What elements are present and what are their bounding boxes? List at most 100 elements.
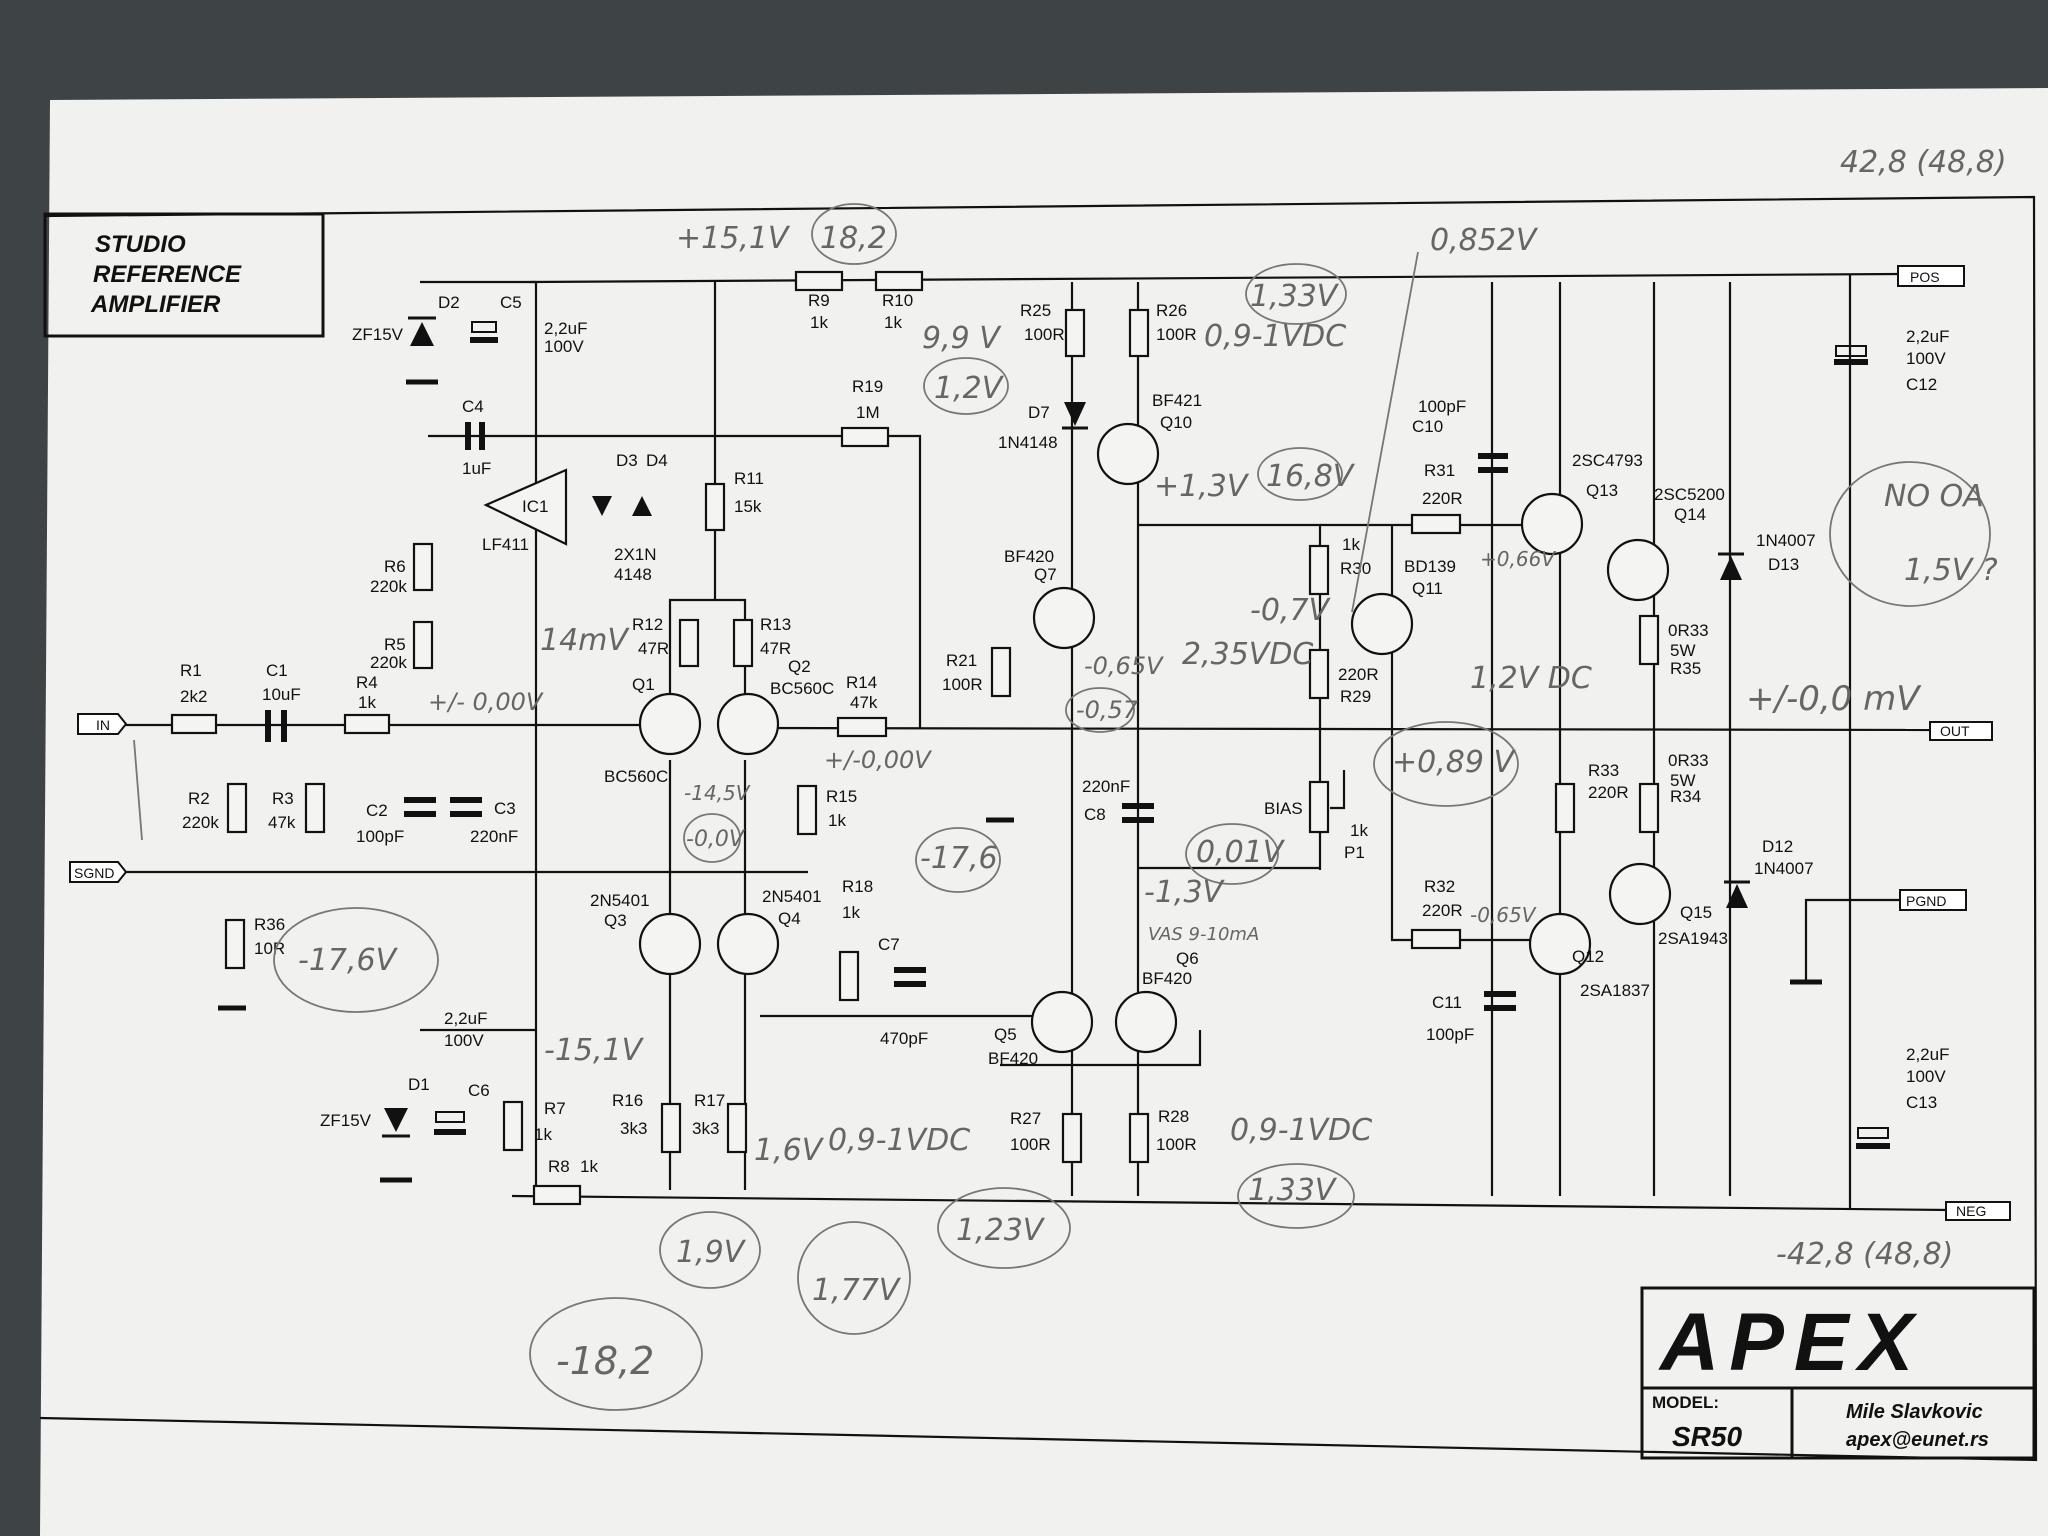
svg-text:IC1: IC1 xyxy=(522,497,548,516)
svg-text:R9: R9 xyxy=(808,291,830,310)
svg-text:220R: 220R xyxy=(1588,783,1629,802)
svg-text:220R: 220R xyxy=(1338,665,1379,684)
svg-text:C10: C10 xyxy=(1412,417,1443,436)
svg-text:Q13: Q13 xyxy=(1586,481,1618,500)
svg-text:100V: 100V xyxy=(444,1031,484,1050)
svg-text:Q5: Q5 xyxy=(994,1025,1017,1044)
svg-text:9,9 V: 9,9 V xyxy=(922,321,1002,356)
svg-text:220k: 220k xyxy=(182,813,219,832)
capacitor-c8: 220nF C8 xyxy=(1082,777,1154,824)
svg-text:2,2uF: 2,2uF xyxy=(1906,327,1949,346)
svg-text:Q12: Q12 xyxy=(1572,947,1604,966)
svg-text:-17,6V: -17,6V xyxy=(298,943,399,978)
svg-text:100R: 100R xyxy=(1010,1135,1051,1154)
svg-text:-0,65V: -0,65V xyxy=(1470,903,1537,927)
svg-text:3k3: 3k3 xyxy=(692,1119,719,1138)
svg-text:R4: R4 xyxy=(356,673,378,692)
svg-text:1k: 1k xyxy=(810,313,828,332)
svg-text:1,23V: 1,23V xyxy=(956,1213,1046,1248)
svg-text:-15,1V: -15,1V xyxy=(544,1033,645,1068)
svg-text:0R33: 0R33 xyxy=(1668,621,1709,640)
svg-text:0,9-1VDC: 0,9-1VDC xyxy=(1230,1113,1372,1148)
svg-text:Q7: Q7 xyxy=(1034,565,1057,584)
svg-text:Q10: Q10 xyxy=(1160,413,1192,432)
svg-text:C3: C3 xyxy=(494,799,516,818)
svg-text:+/-0,0 mV: +/-0,0 mV xyxy=(1746,679,1922,719)
svg-text:R16: R16 xyxy=(612,1091,643,1110)
svg-text:220nF: 220nF xyxy=(1082,777,1130,796)
svg-text:5W: 5W xyxy=(1670,641,1696,660)
svg-text:Q11: Q11 xyxy=(1412,579,1443,598)
svg-text:R18: R18 xyxy=(842,877,873,896)
svg-text:-18,2: -18,2 xyxy=(556,1339,654,1383)
svg-text:100R: 100R xyxy=(1156,1135,1197,1154)
svg-text:ZF15V: ZF15V xyxy=(320,1111,372,1130)
svg-text:2N5401: 2N5401 xyxy=(590,891,650,910)
svg-text:C13: C13 xyxy=(1906,1093,1937,1112)
pencil-annotations: +15,1V 18,2 9,9 V 1,2V 1,33V 0,9-1VDC 0,… xyxy=(133,145,2007,1411)
author-name: Mile Slavkovic xyxy=(1846,1401,1983,1423)
svg-text:2N5401: 2N5401 xyxy=(762,887,822,906)
svg-text:Q1: Q1 xyxy=(632,675,655,694)
resistor-r28: R28 100R xyxy=(1128,1107,1197,1164)
svg-text:-0,57: -0,57 xyxy=(1076,696,1139,724)
svg-text:100pF: 100pF xyxy=(356,827,404,846)
svg-text:Q14: Q14 xyxy=(1674,505,1706,524)
svg-text:-42,8 (48,8): -42,8 (48,8) xyxy=(1776,1237,1953,1272)
svg-text:220R: 220R xyxy=(1422,901,1463,920)
svg-text:R3: R3 xyxy=(272,789,294,808)
svg-text:220R: 220R xyxy=(1422,489,1463,508)
svg-text:47k: 47k xyxy=(850,693,878,712)
title-box: STUDIO REFERENCE AMPLIFIER xyxy=(43,212,325,338)
svg-text:D13: D13 xyxy=(1768,555,1799,574)
svg-text:0,9-1VDC: 0,9-1VDC xyxy=(828,1123,970,1158)
svg-text:1N4007: 1N4007 xyxy=(1756,531,1816,550)
circuit-wires xyxy=(110,272,1951,1212)
svg-text:4148: 4148 xyxy=(614,565,652,584)
svg-text:R28: R28 xyxy=(1158,1107,1189,1126)
svg-text:R31: R31 xyxy=(1424,461,1455,480)
title-line3: AMPLIFIER xyxy=(90,291,221,318)
svg-text:2X1N: 2X1N xyxy=(614,545,657,564)
svg-text:BC560C: BC560C xyxy=(604,767,668,786)
svg-text:1,2V: 1,2V xyxy=(934,371,1005,406)
svg-text:14mV: 14mV xyxy=(540,623,630,658)
svg-text:220k: 220k xyxy=(370,577,407,596)
svg-text:-17,6: -17,6 xyxy=(920,841,998,876)
svg-text:R34: R34 xyxy=(1670,787,1701,806)
svg-text:47R: 47R xyxy=(638,639,669,658)
model-label: MODEL: xyxy=(1652,1393,1719,1412)
resistor-r31: R31 220R xyxy=(1410,461,1463,535)
svg-text:1,5V ?: 1,5V ? xyxy=(1904,553,1998,588)
ground-symbols xyxy=(218,817,1900,1011)
drawing-frame xyxy=(39,195,2038,1462)
port-sgnd: SGND xyxy=(69,861,128,883)
opamp-ic1: IC1 LF411 xyxy=(482,468,568,554)
svg-text:C8: C8 xyxy=(1084,805,1106,824)
svg-text:+1,3V: +1,3V xyxy=(1154,469,1250,504)
